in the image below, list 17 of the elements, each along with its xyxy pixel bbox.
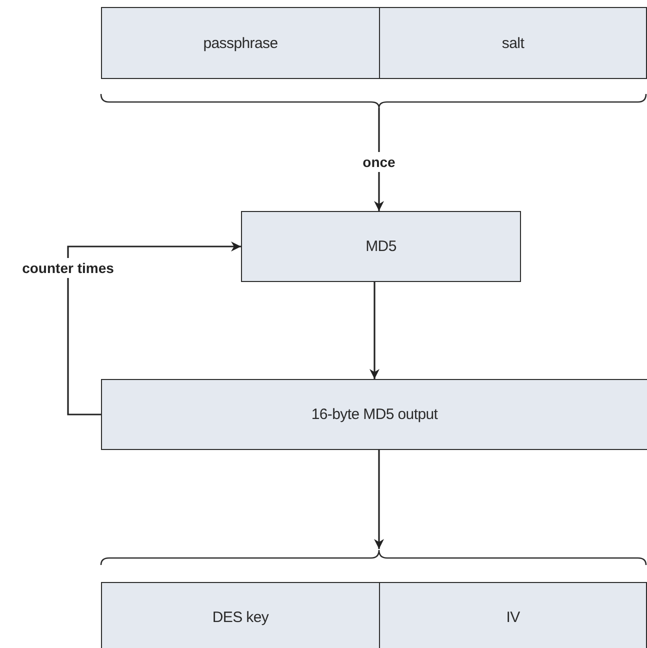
box-label: 16-byte MD5 output [311, 406, 438, 423]
edge-label: counter times [20, 258, 116, 278]
process-box [241, 211, 521, 282]
process-box [101, 379, 647, 450]
process-box [101, 7, 380, 79]
edge-label: once [360, 152, 398, 172]
arrow [374, 450, 384, 549]
process-box [101, 582, 380, 648]
box-label: DES key [212, 608, 269, 626]
process-box [379, 7, 647, 79]
arrow [370, 282, 380, 379]
arrow [67, 242, 241, 416]
box-label: passphrase [203, 34, 278, 52]
box-label: MD5 [366, 238, 396, 255]
box-label: salt [502, 34, 524, 52]
process-box [379, 582, 647, 648]
box-label: IV [506, 608, 520, 626]
